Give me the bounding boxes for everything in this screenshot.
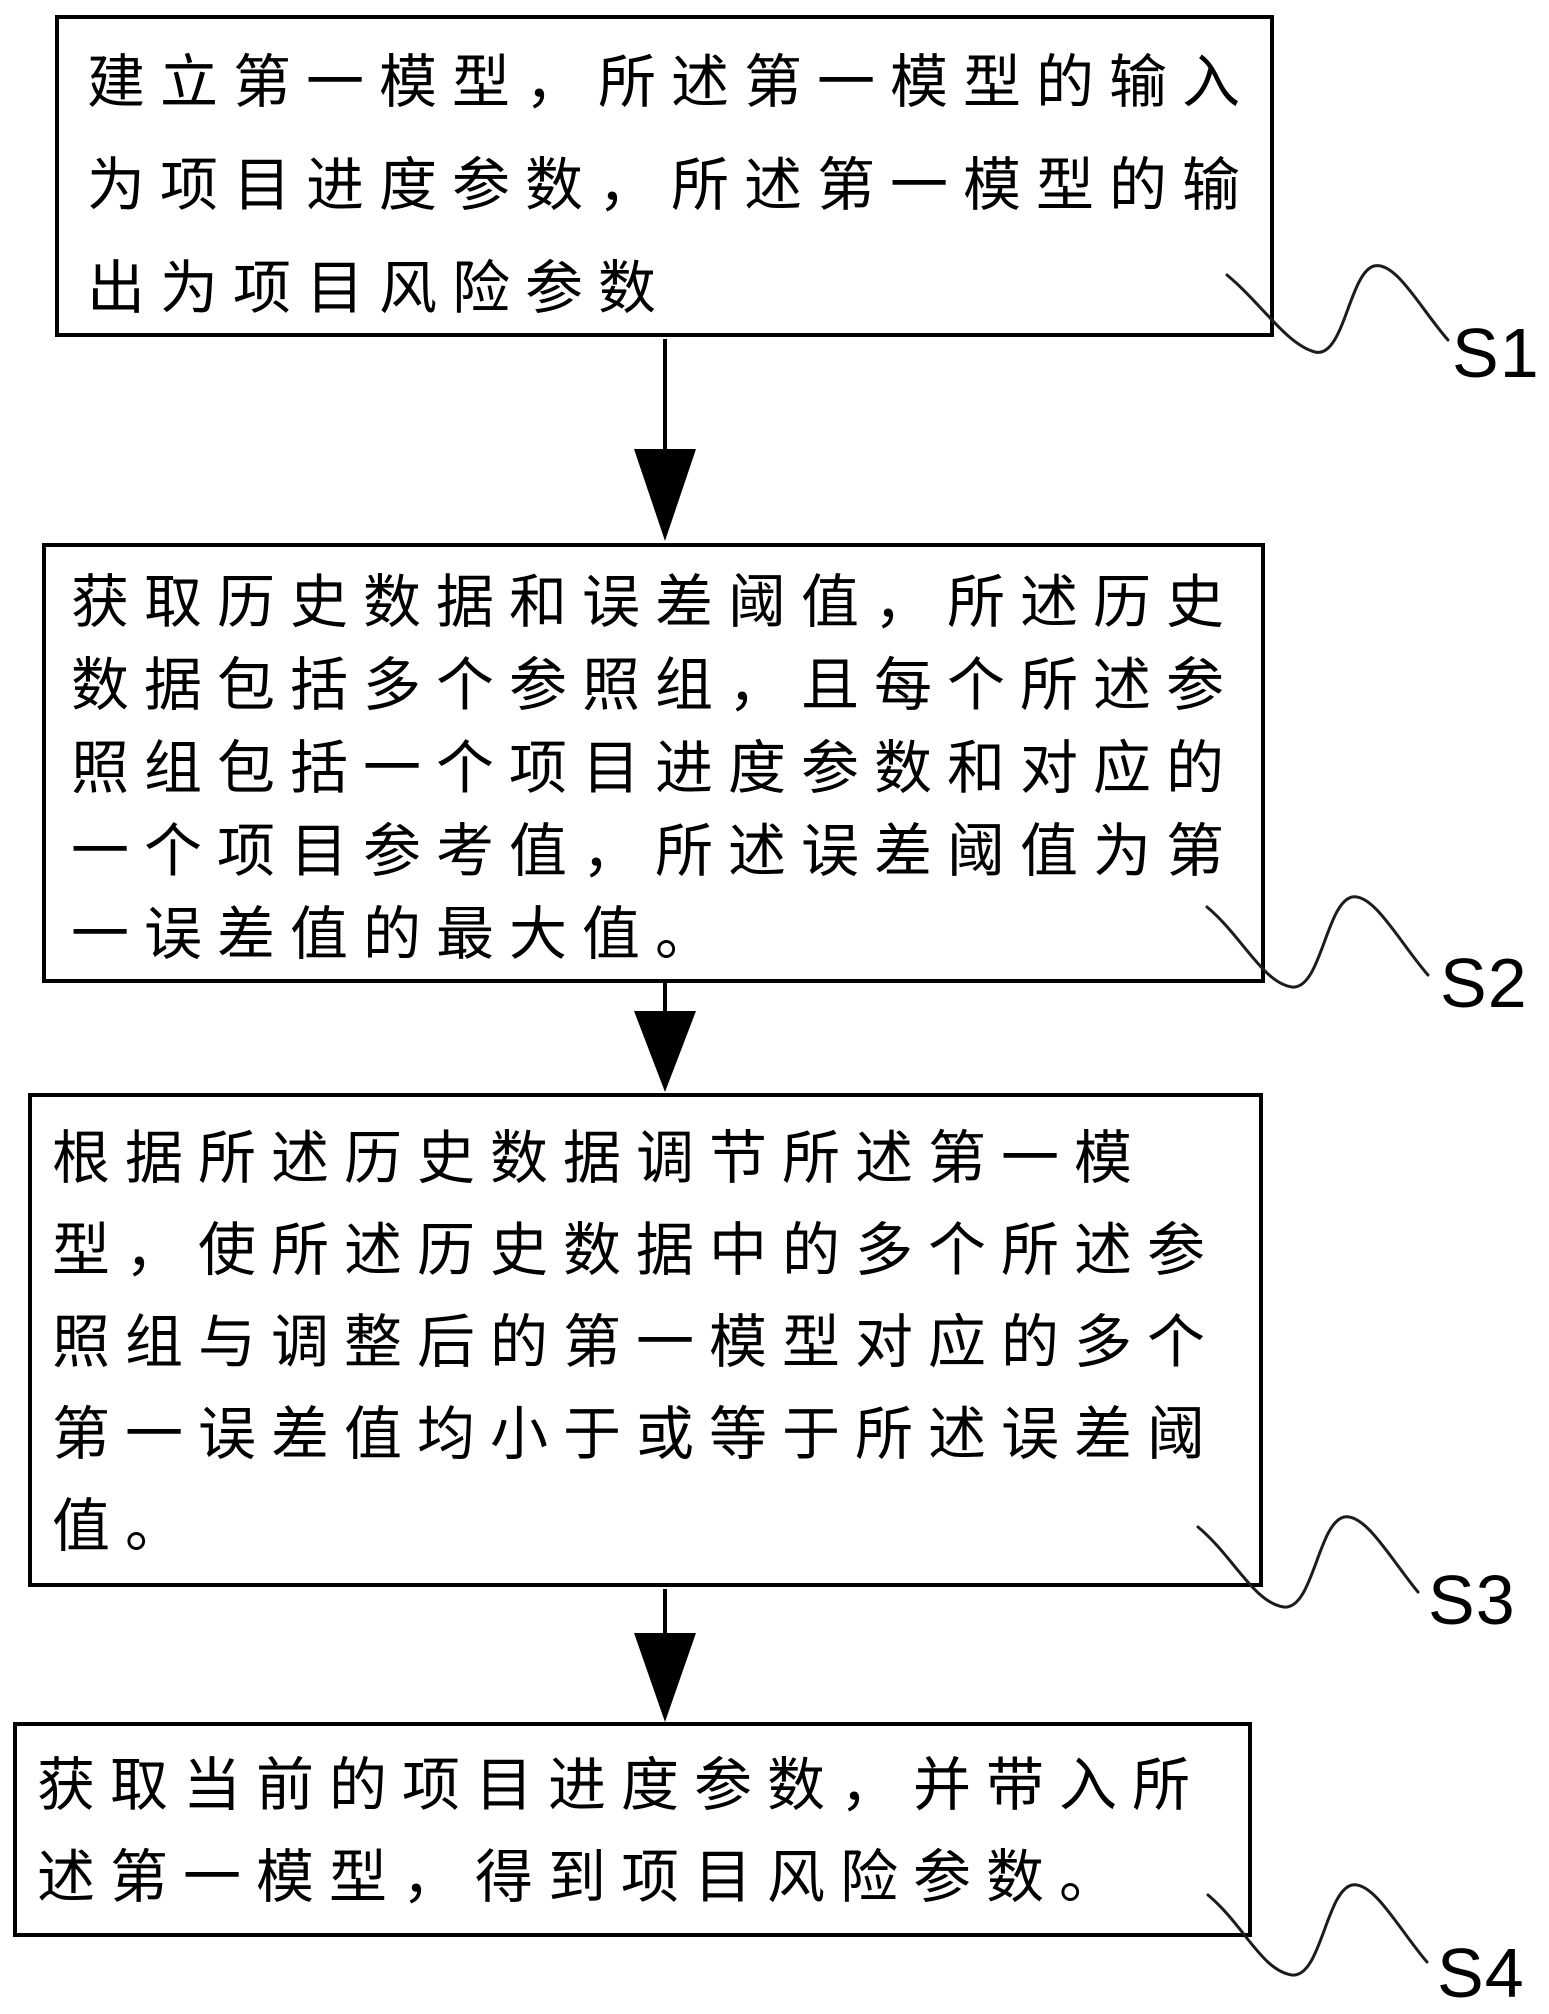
arrow-stem bbox=[663, 339, 667, 455]
arrow-head bbox=[634, 1011, 696, 1092]
step-text-line: 根据所述历史数据调节所述第一模 bbox=[52, 1126, 1148, 1191]
step-box-s2: 获取历史数据和误差阈值，所述历史 数据包括多个参照组，且每个所述参 照组包括一个… bbox=[42, 543, 1265, 983]
down-arrow-icon bbox=[634, 1589, 696, 1722]
step-box-s3: 根据所述历史数据调节所述第一模 型，使所述历史数据中的多个所述参 照组与调整后的… bbox=[28, 1093, 1263, 1587]
arrow-stem bbox=[663, 1589, 667, 1637]
down-arrow-icon bbox=[634, 339, 696, 541]
step-text-line: 获取历史数据和误差阈值，所述历史 bbox=[71, 570, 1240, 635]
step-text-line: 第一误差值均小于或等于所述误差阈 bbox=[52, 1402, 1221, 1467]
step-box-s1: 建立第一模型，所述第一模型的输入 为项目进度参数，所述第一模型的输 出为项目风险… bbox=[55, 15, 1274, 337]
down-arrow-icon bbox=[634, 981, 696, 1092]
step-text-line: 出为项目风险参数 bbox=[87, 256, 672, 321]
step-text-line: 述第一模型，得到项目风险参数。 bbox=[37, 1845, 1133, 1910]
step-text-line: 型，使所述历史数据中的多个所述参 bbox=[52, 1218, 1221, 1283]
step-text-line: 值。 bbox=[52, 1494, 199, 1559]
step-text-line: 照组与调整后的第一模型对应的多个 bbox=[52, 1310, 1221, 1375]
step-label-s1: S1 bbox=[1452, 314, 1540, 392]
step-text-line: 一误差值的最大值。 bbox=[71, 902, 729, 967]
arrow-stem bbox=[663, 981, 667, 1015]
arrow-head bbox=[634, 1633, 696, 1722]
step-text-line: 照组包括一个项目进度参数和对应的 bbox=[71, 736, 1240, 801]
step-box-s4: 获取当前的项目进度参数，并带入所 述第一模型，得到项目风险参数。 bbox=[13, 1722, 1252, 1937]
step-text-line: 数据包括多个参照组，且每个所述参 bbox=[71, 653, 1240, 718]
step-text-line: 获取当前的项目进度参数，并带入所 bbox=[37, 1753, 1206, 1818]
arrow-head bbox=[634, 449, 696, 541]
step-label-s3: S3 bbox=[1428, 1561, 1516, 1639]
step-text-line: 建立第一模型，所述第一模型的输入 bbox=[87, 50, 1256, 115]
step-label-s4: S4 bbox=[1437, 1934, 1525, 2012]
step-text-line: 为项目进度参数，所述第一模型的输 bbox=[87, 153, 1256, 218]
step-text-line: 一个项目参考值，所述误差阈值为第 bbox=[71, 819, 1240, 884]
step-label-s2: S2 bbox=[1440, 944, 1528, 1022]
